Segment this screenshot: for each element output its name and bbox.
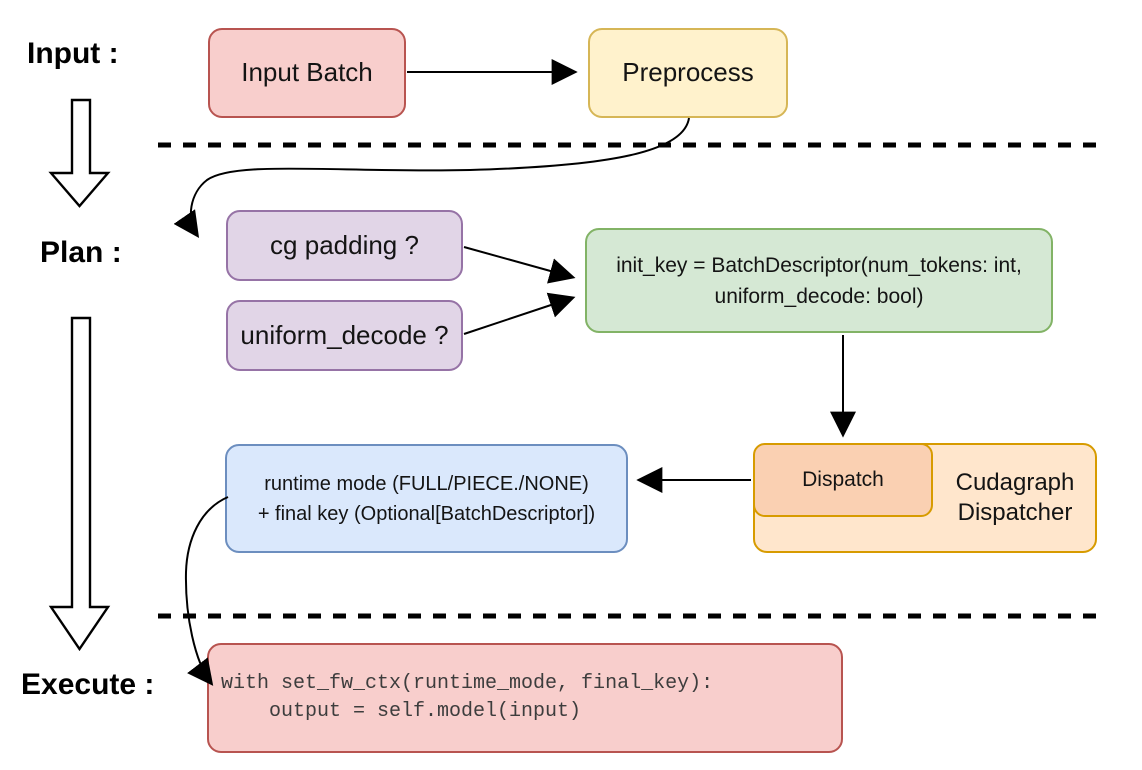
cudagraph-dispatcher-label: Cudagraph Dispatcher <box>935 445 1095 551</box>
execute-code-line1: with set_fw_ctx(runtime_mode, final_key)… <box>221 672 714 695</box>
execute-code-line2: output = self.model(input) <box>221 700 582 723</box>
stage-label-execute: Execute : <box>21 668 155 701</box>
node-uniform-decode-label: uniform_decode ? <box>240 319 449 350</box>
stage-arrow-plan-to-execute-icon <box>48 316 111 652</box>
node-input-batch: Input Batch <box>208 28 406 118</box>
node-preprocess-label: Preprocess <box>622 57 754 88</box>
node-runtime-mode-line2: + final key (Optional[BatchDescriptor]) <box>257 502 596 525</box>
node-dispatch: Dispatch <box>753 443 933 517</box>
node-dispatch-label: Dispatch <box>802 468 884 492</box>
node-init-key-line2: uniform_decode: bool) <box>714 284 924 308</box>
arrow-cg-padding-to-init-key <box>463 246 576 284</box>
node-input-batch-label: Input Batch <box>241 57 373 88</box>
arrow-uniform-decode-to-init-key <box>463 292 576 335</box>
node-init-key: init_key = BatchDescriptor(num_tokens: i… <box>585 228 1053 333</box>
cudagraph-dispatcher-line1: Cudagraph <box>955 469 1075 496</box>
node-execute-code: with set_fw_ctx(runtime_mode, final_key)… <box>207 643 843 753</box>
stage-label-input: Input : <box>27 37 119 70</box>
cudagraph-dispatcher-line2: Dispatcher <box>957 499 1073 526</box>
stage-label-plan: Plan : <box>40 236 122 269</box>
node-runtime-mode: runtime mode (FULL/PIECE./NONE) + final … <box>225 444 628 553</box>
node-init-key-line1: init_key = BatchDescriptor(num_tokens: i… <box>616 253 1022 277</box>
node-preprocess: Preprocess <box>588 28 788 118</box>
node-uniform-decode: uniform_decode ? <box>226 300 463 371</box>
node-cg-padding: cg padding ? <box>226 210 463 281</box>
stage-arrow-input-to-plan-icon <box>48 98 111 208</box>
node-runtime-mode-line1: runtime mode (FULL/PIECE./NONE) <box>264 472 589 495</box>
node-cg-padding-label: cg padding ? <box>270 229 419 260</box>
